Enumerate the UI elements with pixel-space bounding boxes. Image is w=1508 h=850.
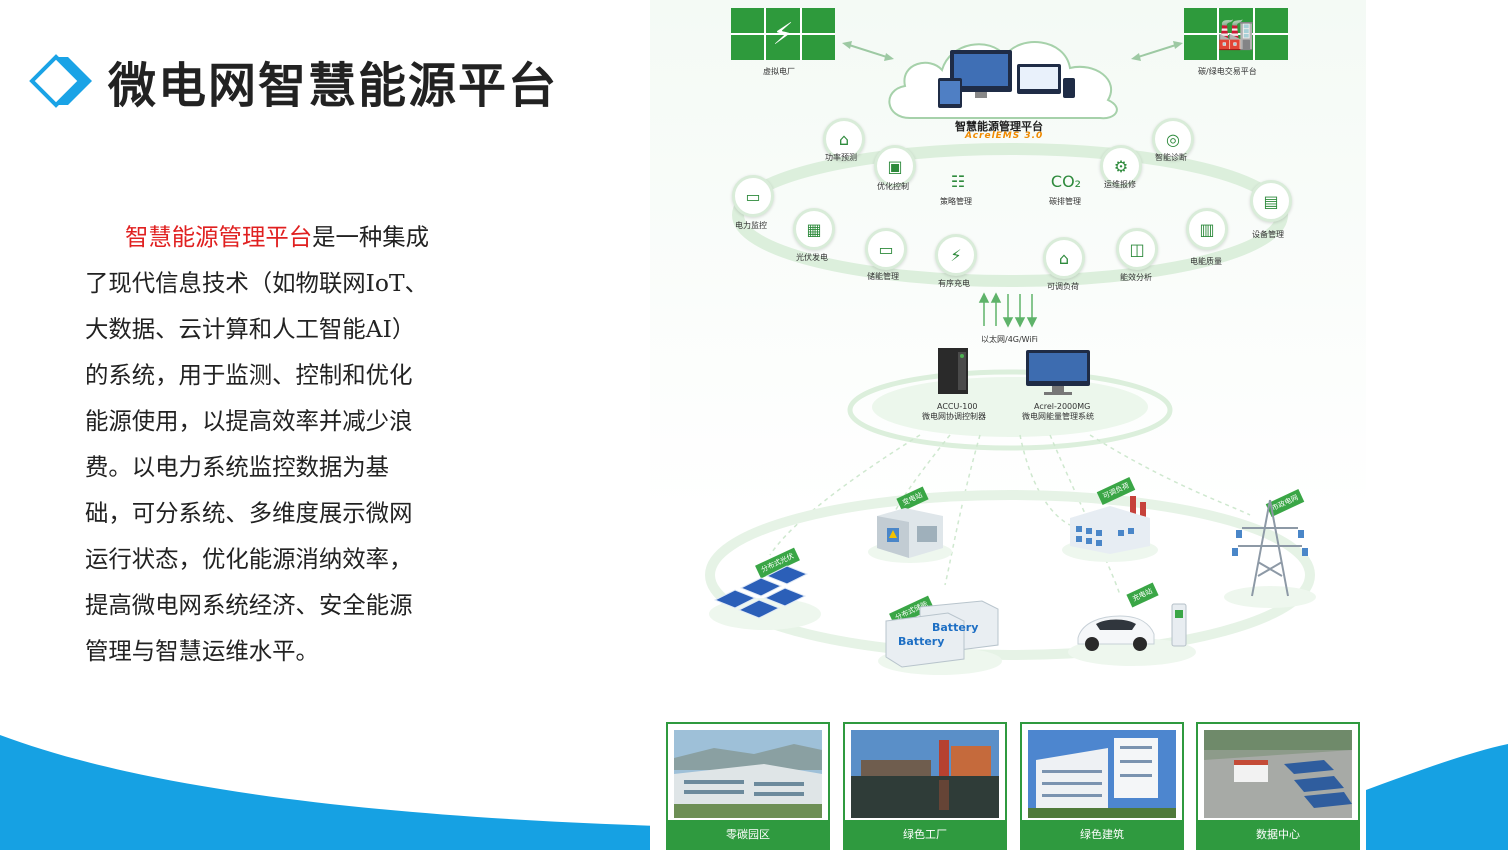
battery-storage-icon: Battery Battery: [878, 600, 1002, 675]
exchange-arrow-left-icon: [842, 41, 894, 61]
card-photo-4: [1204, 730, 1352, 818]
power-quality-icon[interactable]: ▥: [1186, 208, 1228, 250]
adjustable-load-icon[interactable]: ⌂: [1043, 237, 1085, 279]
platform-version: AcrelEMS 3.0: [965, 131, 1044, 141]
module-energy-analysis: 能效分析: [1120, 273, 1152, 282]
architecture-diagram: ⚡ 虚拟电厂 🏭 碳/绿电交易平台 智慧能源管理平台 AcrelEMS 3.0 …: [650, 0, 1366, 850]
module-ops-repair: 运维报修: [1104, 180, 1136, 189]
module-ordered-charging: 有序充电: [938, 279, 970, 288]
exchange-arrow-right-icon: [1131, 41, 1183, 61]
network-label: 以太网/4G/WiFi: [981, 335, 1038, 344]
card-green-factory[interactable]: 绿色工厂: [843, 722, 1007, 850]
module-carbon-manage: 碳排管理: [1049, 197, 1081, 206]
card-photo-2: [851, 730, 999, 818]
accu-controller-icon: [938, 348, 968, 394]
battery-label-front: Battery: [898, 635, 944, 648]
title-block: 微电网智慧能源平台: [28, 46, 558, 116]
module-pv-generation: 光伏发电: [796, 253, 828, 262]
card-data-center[interactable]: 数据中心: [1196, 722, 1360, 850]
platform-name: 智慧能源管理平台: [955, 120, 1043, 133]
module-power-quality: 电能质量: [1190, 257, 1222, 266]
communication-arrows-icon: [978, 292, 1038, 328]
device-2-model: Acrel-2000MG: [1034, 402, 1091, 411]
equipment-manage-icon[interactable]: ▤: [1250, 180, 1292, 222]
cloud-platform-icon: [888, 41, 1118, 120]
virtual-power-plant-icon: ⚡: [731, 8, 835, 60]
module-smart-diag: 智能诊断: [1155, 153, 1187, 162]
carbon-trading-label: 碳/绿电交易平台: [1198, 67, 1257, 76]
storage-manage-icon[interactable]: ▭: [865, 228, 907, 270]
device-1-model: ACCU-100: [937, 402, 978, 411]
battery-label-back: Battery: [932, 621, 978, 634]
module-optimize-control: 优化控制: [877, 182, 909, 191]
module-power-monitor: 电力监控: [735, 221, 767, 230]
card-green-building[interactable]: 绿色建筑: [1020, 722, 1184, 850]
solar-panels-icon: [709, 565, 821, 630]
carbon-trading-icon: 🏭: [1184, 8, 1288, 60]
card-caption-3: 绿色建筑: [1022, 820, 1182, 848]
card-zero-carbon-park[interactable]: 零碳园区: [666, 722, 830, 850]
substation-icon: [868, 508, 952, 563]
module-storage-manage: 储能管理: [867, 272, 899, 281]
virtual-power-plant-label: 虚拟电厂: [763, 67, 795, 76]
optimize-control-icon[interactable]: ▣: [874, 145, 916, 187]
page-title: 微电网智慧能源平台: [108, 58, 559, 114]
description-paragraph: 智慧能源管理平台是一种集成了现代信息技术（如物联网IoT、大数据、云计算和人工智…: [85, 214, 435, 674]
ordered-charging-icon[interactable]: ⚡: [935, 234, 977, 276]
device-2-name: 微电网能量管理系统: [1022, 412, 1094, 421]
pv-generation-icon[interactable]: ▦: [793, 208, 835, 250]
strategy-manage-icon[interactable]: ☷: [950, 171, 966, 191]
module-adjustable-load: 可调负荷: [1047, 282, 1079, 291]
description-text: 是一种集成了现代信息技术（如物联网IoT、大数据、云计算和人工智能AI）的系统，…: [85, 223, 430, 665]
diamond-arrow-icon: [29, 54, 92, 108]
factory-icon: [1062, 496, 1158, 562]
card-caption-1: 零碳园区: [668, 820, 828, 848]
energy-analysis-icon[interactable]: ◫: [1116, 228, 1158, 270]
card-photo-1: [674, 730, 822, 818]
module-equipment-manage: 设备管理: [1252, 230, 1284, 239]
device-1-name: 微电网协调控制器: [922, 412, 986, 421]
module-strategy-manage: 策略管理: [940, 197, 972, 206]
description-highlight: 智慧能源管理平台: [125, 223, 313, 251]
card-photo-3: [1028, 730, 1176, 818]
power-monitor-icon[interactable]: ▭: [732, 175, 774, 217]
carbon-manage-icon[interactable]: CO₂: [1050, 171, 1082, 191]
ems-monitor-icon: [1026, 350, 1090, 395]
card-caption-4: 数据中心: [1198, 820, 1358, 848]
ev-charging-icon: [1068, 603, 1196, 666]
ops-repair-icon[interactable]: ⚙: [1100, 145, 1142, 187]
smart-diag-icon[interactable]: ◎: [1152, 118, 1194, 160]
module-power-forecast: 功率预测: [825, 153, 857, 162]
power-forecast-icon[interactable]: ⌂: [823, 118, 865, 160]
transmission-tower-icon: [1224, 499, 1316, 608]
card-caption-2: 绿色工厂: [845, 820, 1005, 848]
